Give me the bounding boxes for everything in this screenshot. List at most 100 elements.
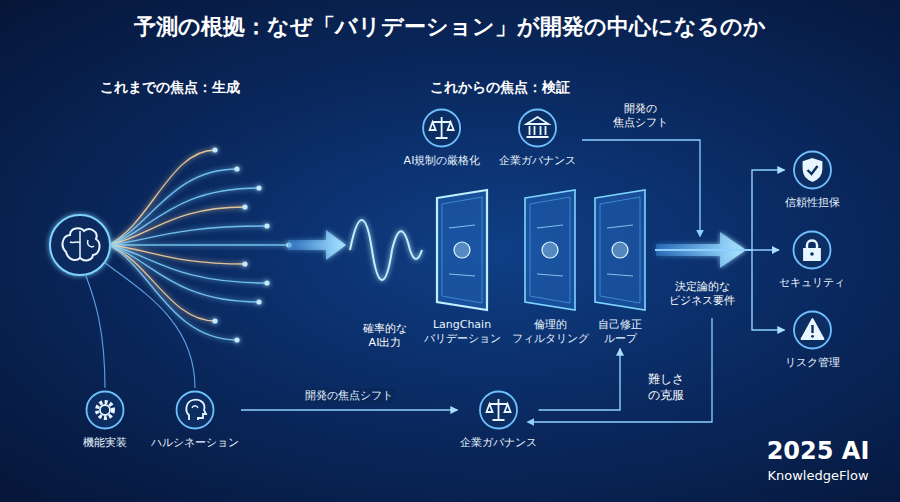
icon-node: 企業ガバナンス bbox=[460, 390, 537, 450]
flow-dot bbox=[264, 223, 269, 228]
icon-glyph bbox=[526, 117, 548, 137]
icon-node: 企業ガバナンス bbox=[499, 108, 576, 168]
panel-node: 自己修正 ループ bbox=[585, 188, 655, 347]
panel-node: 倫理的 フィルタリング bbox=[505, 188, 595, 347]
flow-dot bbox=[264, 280, 269, 285]
icon-glyph bbox=[804, 249, 820, 260]
icon-node: ハルシネーション bbox=[151, 390, 239, 450]
flow-dot bbox=[234, 337, 239, 342]
icon-circle bbox=[792, 150, 832, 190]
text-label: これまでの焦点：生成 bbox=[100, 78, 240, 96]
flow-line bbox=[108, 207, 245, 245]
icon-glyph bbox=[803, 159, 821, 181]
flow-line bbox=[108, 245, 237, 340]
icon-ring bbox=[87, 392, 124, 429]
icon-ring bbox=[794, 312, 831, 349]
icon-ring bbox=[519, 110, 556, 147]
flow-dot bbox=[242, 204, 247, 209]
flow-line bbox=[108, 150, 215, 245]
flow-lines bbox=[108, 147, 292, 342]
node-label: ハルシネーション bbox=[151, 436, 239, 450]
text-label: 確率的な AI出力 bbox=[355, 322, 415, 351]
panel-frame bbox=[595, 190, 645, 310]
node-label: 企業ガバナンス bbox=[460, 436, 537, 450]
icon-circle bbox=[422, 108, 462, 148]
node-label: LangChain バリデーション bbox=[417, 318, 507, 347]
icon-ring bbox=[177, 392, 214, 429]
node-label: AI規制の厳格化 bbox=[404, 154, 481, 168]
icon-circle bbox=[792, 310, 832, 350]
edge-label: 開発の焦点シフト bbox=[302, 388, 396, 403]
flow-arrow bbox=[288, 230, 346, 260]
decor-part bbox=[50, 215, 110, 275]
panel-node: LangChain バリデーション bbox=[417, 188, 507, 347]
panel-inner bbox=[600, 197, 640, 303]
flow-line bbox=[108, 188, 259, 245]
icon-ring bbox=[424, 110, 461, 147]
node-label: セキュリティ bbox=[779, 276, 845, 290]
decor-part bbox=[63, 228, 100, 260]
brain-icon bbox=[50, 215, 110, 275]
flow-dot bbox=[242, 261, 247, 266]
connector bbox=[655, 250, 785, 330]
text-label: KnowledgeFlow bbox=[767, 468, 868, 485]
flow-dot bbox=[256, 185, 261, 190]
icon-glyph bbox=[97, 402, 113, 418]
flow-line bbox=[108, 245, 259, 302]
panel-frame bbox=[437, 190, 487, 310]
icon-circle bbox=[175, 390, 215, 430]
icon-circle bbox=[517, 108, 557, 148]
icon-glyph bbox=[801, 319, 823, 339]
icon-circle bbox=[792, 230, 832, 270]
validation-panel bbox=[433, 188, 491, 312]
connector bbox=[241, 409, 458, 410]
text-label: 2025 AI bbox=[767, 436, 870, 467]
panel-frame bbox=[525, 190, 575, 310]
leader bbox=[104, 262, 195, 388]
flow-dot bbox=[212, 147, 217, 152]
node-label: 倫理的 フィルタリング bbox=[505, 318, 595, 347]
icon-ring bbox=[480, 392, 517, 429]
icon-ring bbox=[794, 232, 831, 269]
icon-node: AI規制の厳格化 bbox=[404, 108, 481, 168]
node-label: リスク管理 bbox=[785, 356, 840, 370]
flow-dot bbox=[234, 166, 239, 171]
panel-line bbox=[607, 225, 633, 228]
panel-core bbox=[454, 242, 470, 258]
node-label: 企業ガバナンス bbox=[499, 154, 576, 168]
icon-circle bbox=[478, 390, 518, 430]
title: 予測の根拠：なぜ「バリデーション」が開発の中心になるのか bbox=[0, 12, 900, 42]
panel-line bbox=[537, 274, 563, 276]
icon-glyph bbox=[100, 405, 110, 415]
validation-panel bbox=[521, 188, 579, 312]
icon-glyph bbox=[430, 117, 454, 138]
icon-glyph bbox=[807, 241, 817, 250]
icon-ring bbox=[794, 152, 831, 189]
connector bbox=[539, 349, 621, 410]
node-label: 機能実装 bbox=[83, 436, 127, 450]
icon-glyph bbox=[486, 399, 510, 420]
icon-circle bbox=[85, 390, 125, 430]
text-label: これからの焦点：検証 bbox=[430, 78, 570, 96]
flow-dot bbox=[256, 299, 261, 304]
text-label: 開発の 焦点シフト bbox=[608, 102, 672, 131]
panel-line bbox=[449, 274, 475, 276]
node-label: 自己修正 ループ bbox=[585, 318, 655, 347]
node-label: 信頼性担保 bbox=[785, 196, 840, 210]
flow-line bbox=[108, 226, 267, 245]
icon-node: リスク管理 bbox=[785, 310, 840, 370]
panel-line bbox=[607, 274, 633, 276]
panel-core bbox=[612, 242, 628, 258]
decor-part bbox=[70, 231, 94, 258]
icon-glyph bbox=[186, 400, 206, 420]
icon-glyph bbox=[810, 252, 814, 256]
flow-dot bbox=[212, 318, 217, 323]
flow-line bbox=[108, 244, 289, 245]
icon-node: 信頼性担保 bbox=[785, 150, 840, 210]
icon-glyph bbox=[811, 325, 813, 333]
text-label: 難しさ の克服 bbox=[640, 372, 692, 403]
text-label: 決定論的な ビジネス要件 bbox=[662, 280, 742, 309]
panel-line bbox=[537, 225, 563, 228]
validation-panel bbox=[591, 188, 649, 312]
